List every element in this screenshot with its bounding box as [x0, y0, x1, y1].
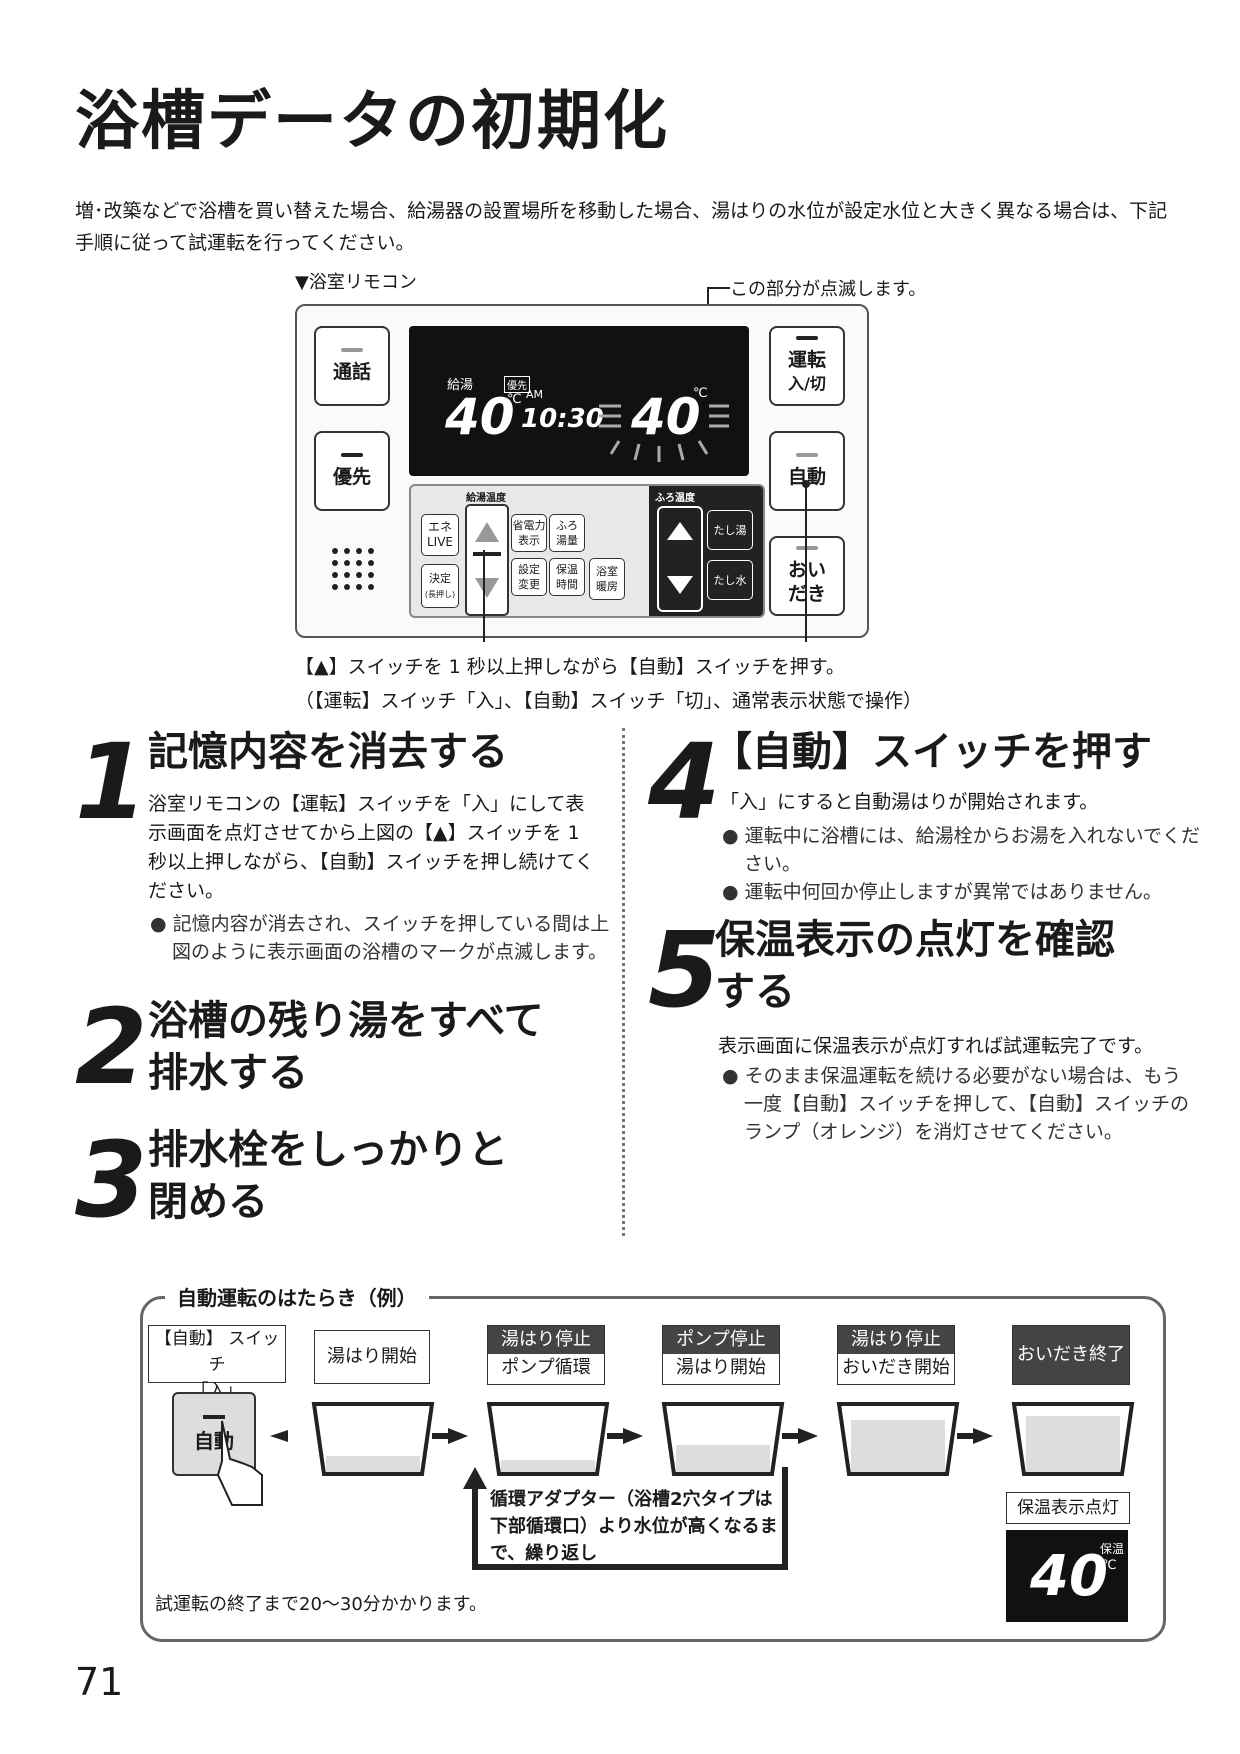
repeat-loop-arrow	[463, 1467, 788, 1570]
step-number: 2	[75, 986, 148, 1108]
speaker-grille-icon	[332, 548, 374, 590]
step-title: 【自動】スイッチを押す	[712, 729, 1152, 775]
step-number: 4	[648, 721, 721, 843]
step-body: 「入」にすると自動湯はりが開始されます。	[720, 791, 1099, 813]
flow-stage-fill-start: 湯はり開始	[314, 1330, 430, 1384]
instruction-leader-lines	[483, 480, 810, 642]
keepwarm-time-button[interactable]: 保温時間	[549, 558, 585, 596]
step-note: ● 運転中何回か停止しますが異常ではありません。	[722, 881, 1163, 903]
call-button[interactable]: 通話	[314, 326, 390, 406]
bath-temp-up-down-icon	[667, 522, 693, 594]
bath-amount-button[interactable]: ふろ湯量	[549, 514, 585, 552]
bath-temp-panel: ふろ温度 たし湯 たし水	[649, 486, 763, 616]
lcd-time: 10:30	[521, 404, 604, 434]
add-cold-water-button[interactable]: たし水	[707, 560, 753, 600]
step-title: 記憶内容を消去する	[148, 729, 508, 775]
loop-note: 循環アダプター（浴槽2穴タイプは下部循環口）より水位が高くなるまで、繰り返し	[490, 1489, 778, 1564]
supply-temp-updown	[465, 504, 509, 616]
lcd-display: 給湯 優先 40 ℃ AM 10:30 40 ℃	[409, 326, 749, 476]
decide-button[interactable]: 決定(長押し)	[421, 564, 459, 608]
step-body: 浴室リモコンの【運転】スイッチを「入」にして表示画面を点灯させてから上図の【▲】…	[148, 793, 594, 902]
step-number: 1	[75, 721, 148, 843]
flow-stage-switch-on: 【自動】 スイッチ「入」	[148, 1325, 286, 1401]
page-title: 浴槽データの初期化	[75, 85, 669, 159]
duration-note: 試運転の終了まで20～30分かかります。	[155, 1594, 488, 1615]
setting-change-button[interactable]: 設定変更	[511, 558, 547, 596]
flow-stage-reheat-end: おいだき終了	[1012, 1325, 1130, 1385]
step-note: ● 運転中に浴槽には、給湯栓からお湯を入れないでください。	[722, 825, 1201, 875]
final-display: 40 保温 ℃	[1006, 1530, 1128, 1622]
bath-remote-controller: 通話 優先 運転入/切 自動 おいだき 給湯 優先 40 ℃ AM 10:30 …	[295, 304, 869, 638]
page-number: 71	[75, 1660, 124, 1704]
intro-text: 増･改築などで浴槽を買い替えた場合、給湯器の設置場所を移動した場合、湯はりの水位…	[75, 200, 1168, 254]
flow-stage-3: 湯はり停止ポンプ循環	[487, 1325, 605, 1385]
step-number: 3	[75, 1119, 148, 1241]
pressing-hand-icon	[216, 1420, 263, 1506]
bath-temp-updown[interactable]	[657, 506, 703, 612]
blink-note: この部分が点滅します。	[730, 279, 927, 300]
priority-button[interactable]: 優先	[314, 431, 390, 511]
auto-operation-flow	[140, 1296, 1166, 1642]
bathtub-sequence	[270, 1402, 1135, 1476]
instruction-block: 【▲】スイッチを 1 秒以上押しながら【自動】スイッチを押す。 （【運転】スイッ…	[295, 656, 923, 712]
step-title: 浴槽の残り湯をすべて排水する	[148, 998, 544, 1096]
step-note: ● 記憶内容が消去され、スイッチを押している間は上図のように表示画面の浴槽のマー…	[150, 913, 610, 963]
add-hot-water-button[interactable]: たし湯	[707, 510, 753, 550]
step-title: 保温表示の点灯を確認する	[715, 917, 1115, 1015]
step-number: 5	[648, 909, 721, 1031]
supply-temp-up-down-icon[interactable]	[472, 510, 502, 610]
column-divider	[622, 728, 625, 1236]
bathtub-icon	[486, 1402, 610, 1476]
step-note: ● そのまま保温運転を続ける必要がない場合は、もう一度【自動】スイッチを押して、…	[722, 1065, 1189, 1143]
flow-title: 自動運転のはたらき（例）	[165, 1282, 429, 1311]
flow-stage-5: 湯はり停止おいだき開始	[837, 1325, 955, 1385]
flow-stage-4: ポンプ停止湯はり開始	[662, 1325, 780, 1385]
lcd-supply-temp: 40	[445, 388, 515, 446]
bathtub-mark-blinking-icon	[599, 404, 729, 462]
power-button[interactable]: 運転入/切	[769, 326, 845, 406]
keepwarm-label: 保温表示点灯	[1006, 1492, 1130, 1524]
power-save-display-button[interactable]: 省電力表示	[511, 514, 547, 552]
step-title: 排水栓をしっかりと閉める	[148, 1127, 508, 1225]
bathroom-heater-button[interactable]: 浴室暖房	[589, 558, 625, 600]
step-body: 表示画面に保温表示が点灯すれば試運転完了です。	[718, 1035, 1154, 1057]
remote-label: ▼浴室リモコン	[295, 272, 417, 293]
lcd-bath-temp: 40	[631, 388, 701, 446]
